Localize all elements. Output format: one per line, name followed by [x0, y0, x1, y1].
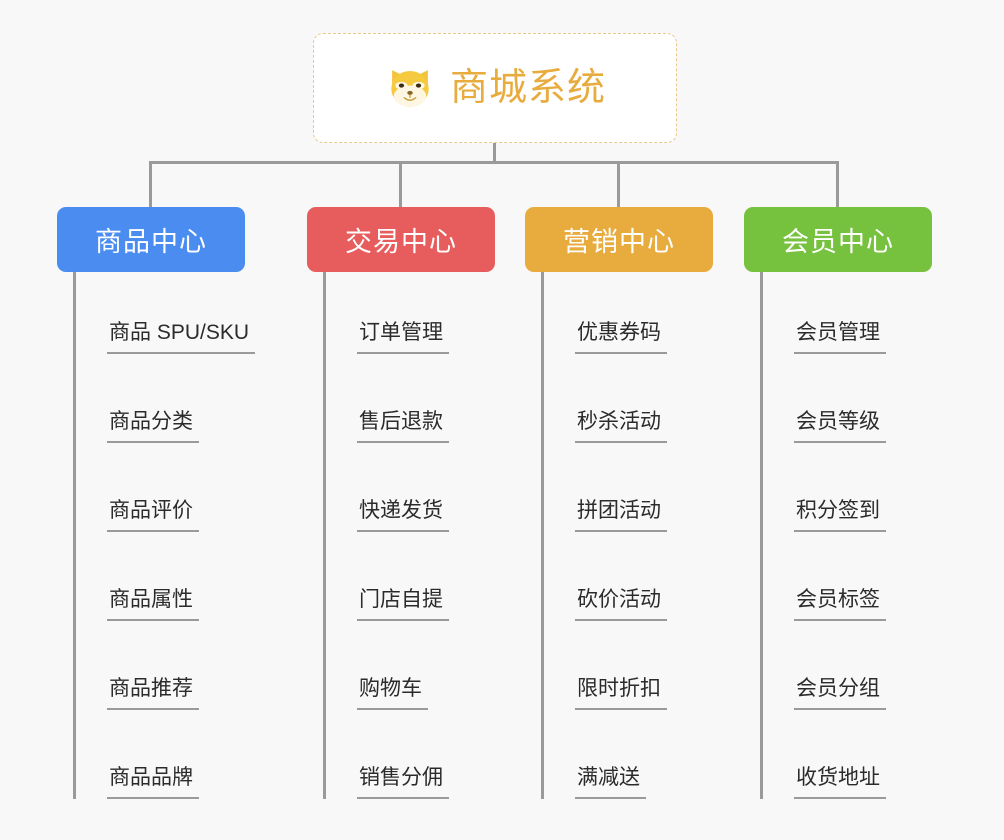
leaf-label: 秒杀活动: [575, 408, 667, 443]
leaf-item[interactable]: 快递发货: [326, 443, 495, 532]
leaf-item[interactable]: 收货地址: [763, 710, 932, 799]
leaf-list-trade-center: 订单管理 售后退款 快递发货 门店自提 购物车 销售分佣: [323, 272, 495, 799]
leaf-item[interactable]: 积分签到: [763, 443, 932, 532]
leaf-label: 商品评价: [107, 497, 199, 532]
leaf-item[interactable]: 拼团活动: [544, 443, 713, 532]
leaf-label: 优惠券码: [575, 319, 667, 354]
leaf-label: 积分签到: [794, 497, 886, 532]
leaf-item[interactable]: 售后退款: [326, 354, 495, 443]
branch-trade-center: 交易中心 订单管理 售后退款 快递发货 门店自提 购物车 销售分佣: [307, 207, 495, 799]
root-title: 商城系统: [449, 67, 606, 109]
category-header-label: 会员中心: [782, 227, 894, 257]
leaf-list-product-center: 商品 SPU/SKU 商品分类 商品评价 商品属性 商品推荐 商品品牌: [73, 272, 256, 799]
leaf-label: 商品属性: [107, 586, 199, 621]
shiba-dog-icon: [384, 62, 436, 114]
connector-drop-3: [617, 161, 620, 207]
leaf-label: 购物车: [357, 675, 428, 710]
leaf-label: 满减送: [575, 764, 646, 799]
leaf-item[interactable]: 会员管理: [763, 272, 932, 354]
leaf-list-member-center: 会员管理 会员等级 积分签到 会员标签 会员分组 收货地址: [760, 272, 932, 799]
leaf-item[interactable]: 会员分组: [763, 621, 932, 710]
leaf-item[interactable]: 商品品牌: [76, 710, 255, 799]
leaf-label: 会员等级: [794, 408, 886, 443]
root-node[interactable]: 商城系统: [313, 33, 677, 143]
leaf-item[interactable]: 商品推荐: [76, 621, 255, 710]
leaf-item[interactable]: 秒杀活动: [544, 354, 713, 443]
category-header-member-center[interactable]: 会员中心: [744, 207, 932, 272]
leaf-item[interactable]: 满减送: [544, 710, 713, 799]
leaf-item[interactable]: 商品评价: [76, 443, 255, 532]
leaf-item[interactable]: 限时折扣: [544, 621, 713, 710]
leaf-label: 砍价活动: [575, 586, 667, 621]
leaf-label: 商品分类: [107, 408, 199, 443]
leaf-item[interactable]: 商品 SPU/SKU: [76, 272, 256, 354]
branch-marketing-center: 营销中心 优惠券码 秒杀活动 拼团活动 砍价活动 限时折扣 满减送: [525, 207, 713, 799]
leaf-item[interactable]: 会员标签: [763, 532, 932, 621]
leaf-item[interactable]: 商品分类: [76, 354, 255, 443]
leaf-item[interactable]: 门店自提: [326, 532, 495, 621]
category-header-label: 营销中心: [563, 227, 675, 257]
leaf-label: 商品品牌: [107, 764, 199, 799]
connector-root-stem: [493, 143, 496, 163]
leaf-label: 收货地址: [794, 764, 886, 799]
leaf-item[interactable]: 销售分佣: [326, 710, 495, 799]
leaf-label: 商品推荐: [107, 675, 199, 710]
leaf-item[interactable]: 会员等级: [763, 354, 932, 443]
leaf-label: 售后退款: [357, 408, 449, 443]
leaf-label: 商品 SPU/SKU: [107, 319, 256, 354]
leaf-list-marketing-center: 优惠券码 秒杀活动 拼团活动 砍价活动 限时折扣 满减送: [541, 272, 713, 799]
branch-member-center: 会员中心 会员管理 会员等级 积分签到 会员标签 会员分组 收货地址: [744, 207, 932, 799]
leaf-item[interactable]: 购物车: [326, 621, 495, 710]
leaf-item[interactable]: 砍价活动: [544, 532, 713, 621]
leaf-item[interactable]: 商品属性: [76, 532, 255, 621]
leaf-label: 限时折扣: [575, 675, 667, 710]
category-header-product-center[interactable]: 商品中心: [57, 207, 245, 272]
leaf-label: 门店自提: [357, 586, 449, 621]
connector-drop-4: [836, 161, 839, 207]
category-header-trade-center[interactable]: 交易中心: [307, 207, 495, 272]
category-header-label: 交易中心: [345, 227, 457, 257]
connector-drop-2: [399, 161, 402, 207]
leaf-item[interactable]: 优惠券码: [544, 272, 713, 354]
connector-drop-1: [149, 161, 152, 207]
leaf-item[interactable]: 订单管理: [326, 272, 495, 354]
category-header-marketing-center[interactable]: 营销中心: [525, 207, 713, 272]
branch-product-center: 商品中心 商品 SPU/SKU 商品分类 商品评价 商品属性 商品推荐 商品品牌: [57, 207, 256, 799]
leaf-label: 销售分佣: [357, 764, 449, 799]
leaf-label: 快递发货: [357, 497, 449, 532]
category-header-label: 商品中心: [95, 227, 207, 257]
leaf-label: 会员管理: [794, 319, 886, 354]
leaf-label: 会员分组: [794, 675, 886, 710]
leaf-label: 订单管理: [357, 319, 449, 354]
leaf-label: 会员标签: [794, 586, 886, 621]
leaf-label: 拼团活动: [575, 497, 667, 532]
connector-bus: [149, 161, 839, 164]
